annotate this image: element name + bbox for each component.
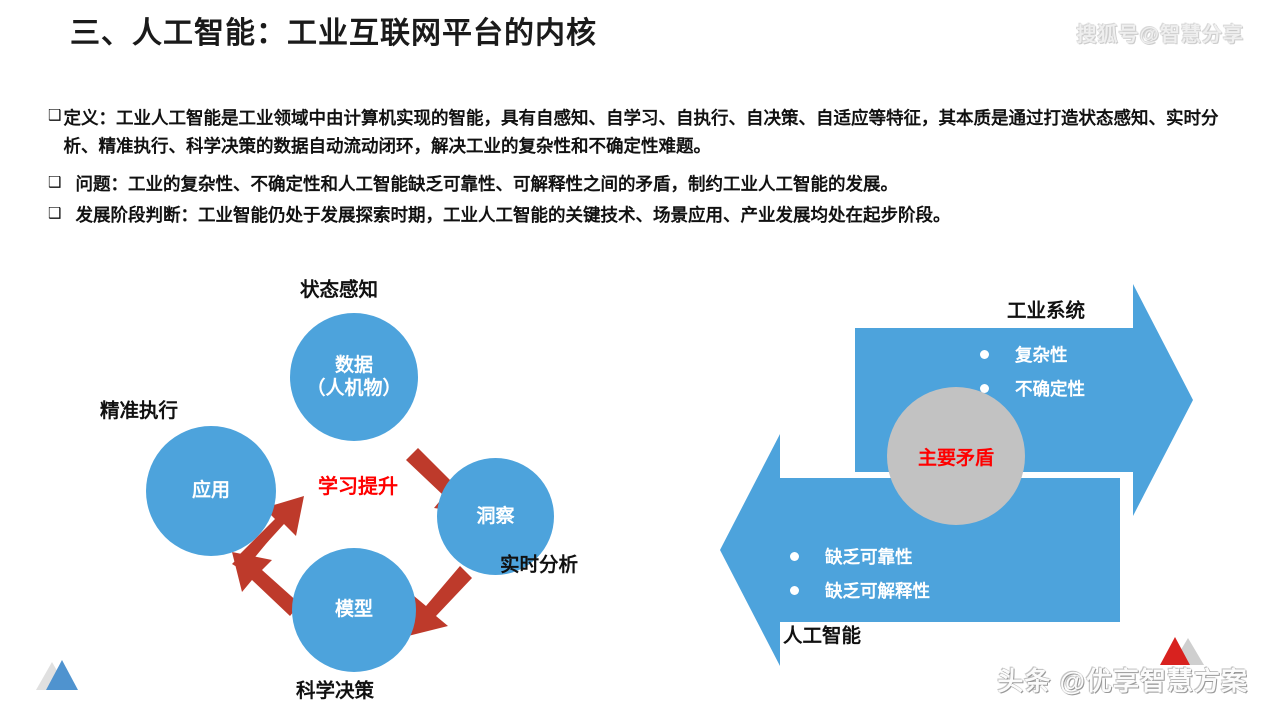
contradiction-diagram: 主要矛盾 工业系统 复杂性 不确定性 缺乏可靠性 缺乏可解释性 人工智能 (715, 280, 1260, 670)
bullet-dot-icon (790, 552, 799, 561)
contradiction-bottom-list: 缺乏可靠性 缺乏可解释性 (790, 544, 930, 612)
bullet-dot-icon (790, 586, 799, 595)
triangle-logo-mark-icon (1160, 637, 1204, 665)
cycle-outer-label-left: 精准执行 (100, 400, 179, 422)
cycle-center-label: 学习提升 (318, 476, 398, 498)
cycle-node-data-label1: 数据 (334, 354, 373, 376)
learning-cycle-diagram: 数据 （人机物） 洞察 模型 应用 学习提升 状态感知 精准执行 实时分析 科学… (100, 268, 660, 702)
bullet-square-icon: ❑ (48, 107, 62, 124)
cycle-node-application-label: 应用 (191, 480, 230, 502)
bullet-square-icon: ❑ (48, 173, 62, 191)
list-item: 缺乏可靠性 (790, 544, 930, 569)
arrow-insight-to-model (408, 566, 472, 636)
page-title: 三、人工智能：工业互联网平台的内核 (70, 17, 597, 50)
contradiction-top-list: 复杂性 不确定性 (980, 342, 1085, 410)
cycle-node-insight[interactable]: 洞察 (437, 458, 554, 575)
cycle-node-application[interactable]: 应用 (146, 426, 276, 556)
bullet-definition: ❑ 定义：工业人工智能是工业领域中由计算机实现的智能，具有自感知、自学习、自执行… (48, 104, 1244, 161)
cycle-node-data[interactable]: 数据 （人机物） (290, 313, 418, 441)
cycle-node-model-label: 模型 (334, 599, 373, 621)
contradiction-top-item-0: 复杂性 (1015, 345, 1068, 365)
cycle-outer-label-right: 实时分析 (500, 554, 579, 576)
arrow-model-to-app (232, 552, 300, 616)
contradiction-center-label: 主要矛盾 (917, 447, 994, 469)
watermark-bottom: 头条 @优享智慧方案 (997, 666, 1248, 696)
bullet-dot-icon (980, 350, 989, 359)
cycle-outer-label-top: 状态感知 (300, 279, 379, 301)
bullet-stage: ❑ 发展阶段判断：工业智能仍处于发展探索时期，工业人工智能的关键技术、场景应用、… (48, 202, 1244, 229)
list-item: 缺乏可解释性 (790, 578, 930, 603)
cycle-node-data-label2: （人机物） (306, 378, 402, 399)
bullet-problem: ❑ 问题：工业的复杂性、不确定性和人工智能缺乏可靠性、可解释性之间的矛盾，制约工… (48, 171, 1244, 198)
contradiction-bottom-item-1: 缺乏可解释性 (825, 581, 930, 601)
watermark-top: 搜狐号@智慧分享 (1076, 24, 1244, 46)
cycle-node-model[interactable]: 模型 (292, 548, 416, 672)
list-item: 复杂性 (980, 342, 1085, 367)
bullet-stage-text: 发展阶段判断：工业智能仍处于发展探索时期，工业人工智能的关键技术、场景应用、产业… (75, 205, 951, 226)
bullet-problem-text: 问题：工业的复杂性、不确定性和人工智能缺乏可靠性、可解释性之间的矛盾，制约工业人… (75, 173, 898, 194)
cycle-node-insight-label: 洞察 (476, 505, 515, 527)
list-item: 不确定性 (980, 376, 1085, 401)
bullet-definition-text: 定义：工业人工智能是工业领域中由计算机实现的智能，具有自感知、自学习、自执行、自… (63, 108, 1219, 157)
contradiction-center-circle[interactable]: 主要矛盾 (887, 387, 1025, 525)
cycle-arrows-group (232, 448, 474, 636)
contradiction-top-title: 工业系统 (1007, 300, 1086, 322)
arrow-app-to-data (232, 496, 304, 570)
bullet-square-icon: ❑ (48, 205, 62, 223)
body-text-block: ❑ 定义：工业人工智能是工业领域中由计算机实现的智能，具有自感知、自学习、自执行… (48, 104, 1244, 232)
arrow-artificial-intelligence (720, 434, 1120, 666)
triangle-logo-icon (36, 660, 78, 690)
bullet-dot-icon (980, 384, 989, 393)
contradiction-top-item-1: 不确定性 (1015, 379, 1085, 399)
contradiction-bottom-title: 人工智能 (783, 625, 862, 647)
cycle-outer-label-bottom: 科学决策 (296, 680, 375, 702)
contradiction-bottom-item-0: 缺乏可靠性 (825, 547, 913, 567)
